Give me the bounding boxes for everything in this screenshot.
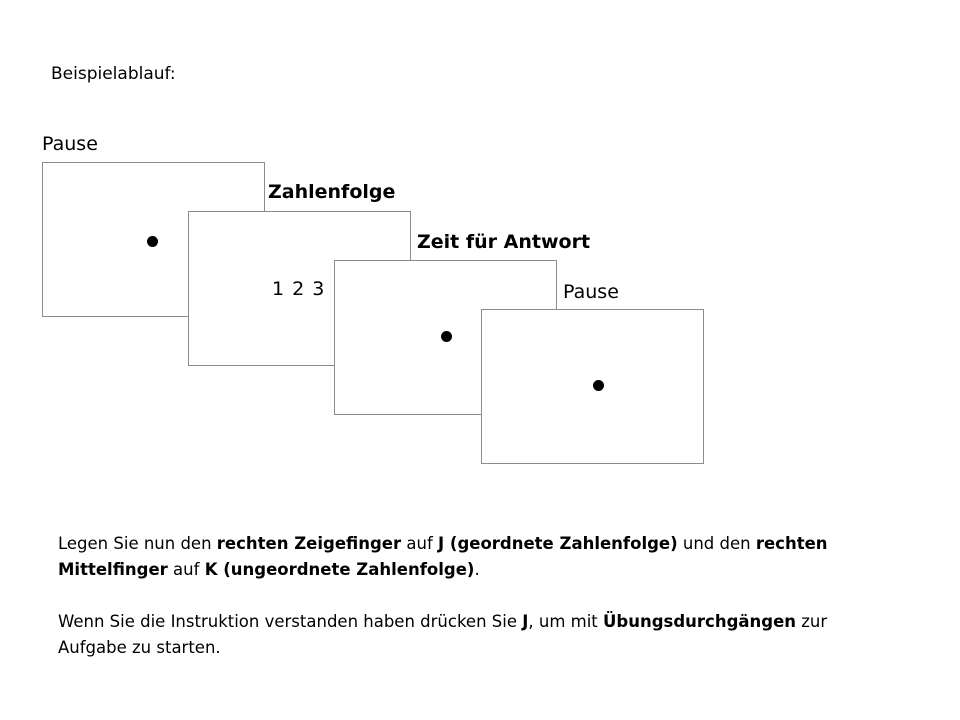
- text-segment: und den: [677, 534, 756, 553]
- fixation-dot: [593, 380, 604, 391]
- fixation-dot: [441, 331, 452, 342]
- text-segment: auf: [401, 534, 439, 553]
- label-response-time: Zeit für Antwort: [417, 231, 591, 253]
- label-pause-2: Pause: [563, 281, 619, 303]
- fixation-dot: [147, 236, 158, 247]
- text-segment: Wenn Sie die Instruktion verstanden habe…: [58, 612, 523, 631]
- number-sequence-digits: 1 2 3: [272, 278, 326, 300]
- bold-segment: rechten Mittelfinger: [58, 534, 828, 579]
- text-segment: zur Aufgabe zu starten.: [58, 612, 828, 657]
- text-segment: Legen Sie nun den: [58, 534, 217, 553]
- text-segment: auf: [167, 560, 205, 579]
- instruction-paragraph-start: Wenn Sie die Instruktion verstanden habe…: [58, 609, 878, 661]
- label-pause-1: Pause: [42, 133, 98, 155]
- text-segment: , um mit: [528, 612, 604, 631]
- bold-segment: K (ungeordnete Zahlenfolge): [204, 560, 475, 579]
- bold-segment: J: [522, 612, 529, 631]
- bold-segment: rechten Zeigefinger: [216, 534, 402, 553]
- frame-pause-2: [481, 309, 704, 464]
- bold-segment: Übungsdurchgängen: [603, 612, 797, 631]
- label-number-sequence: Zahlenfolge: [268, 181, 396, 203]
- bold-segment: J (geordnete Zahlenfolge): [438, 534, 678, 553]
- instructions-text: Legen Sie nun den rechten Zeigefinger au…: [58, 531, 878, 661]
- instruction-paragraph-finger-placement: Legen Sie nun den rechten Zeigefinger au…: [58, 531, 878, 583]
- example-heading: Beispielablauf:: [51, 64, 176, 84]
- text-segment: .: [474, 560, 480, 579]
- frame-number-sequence: 1 2 3: [188, 211, 411, 366]
